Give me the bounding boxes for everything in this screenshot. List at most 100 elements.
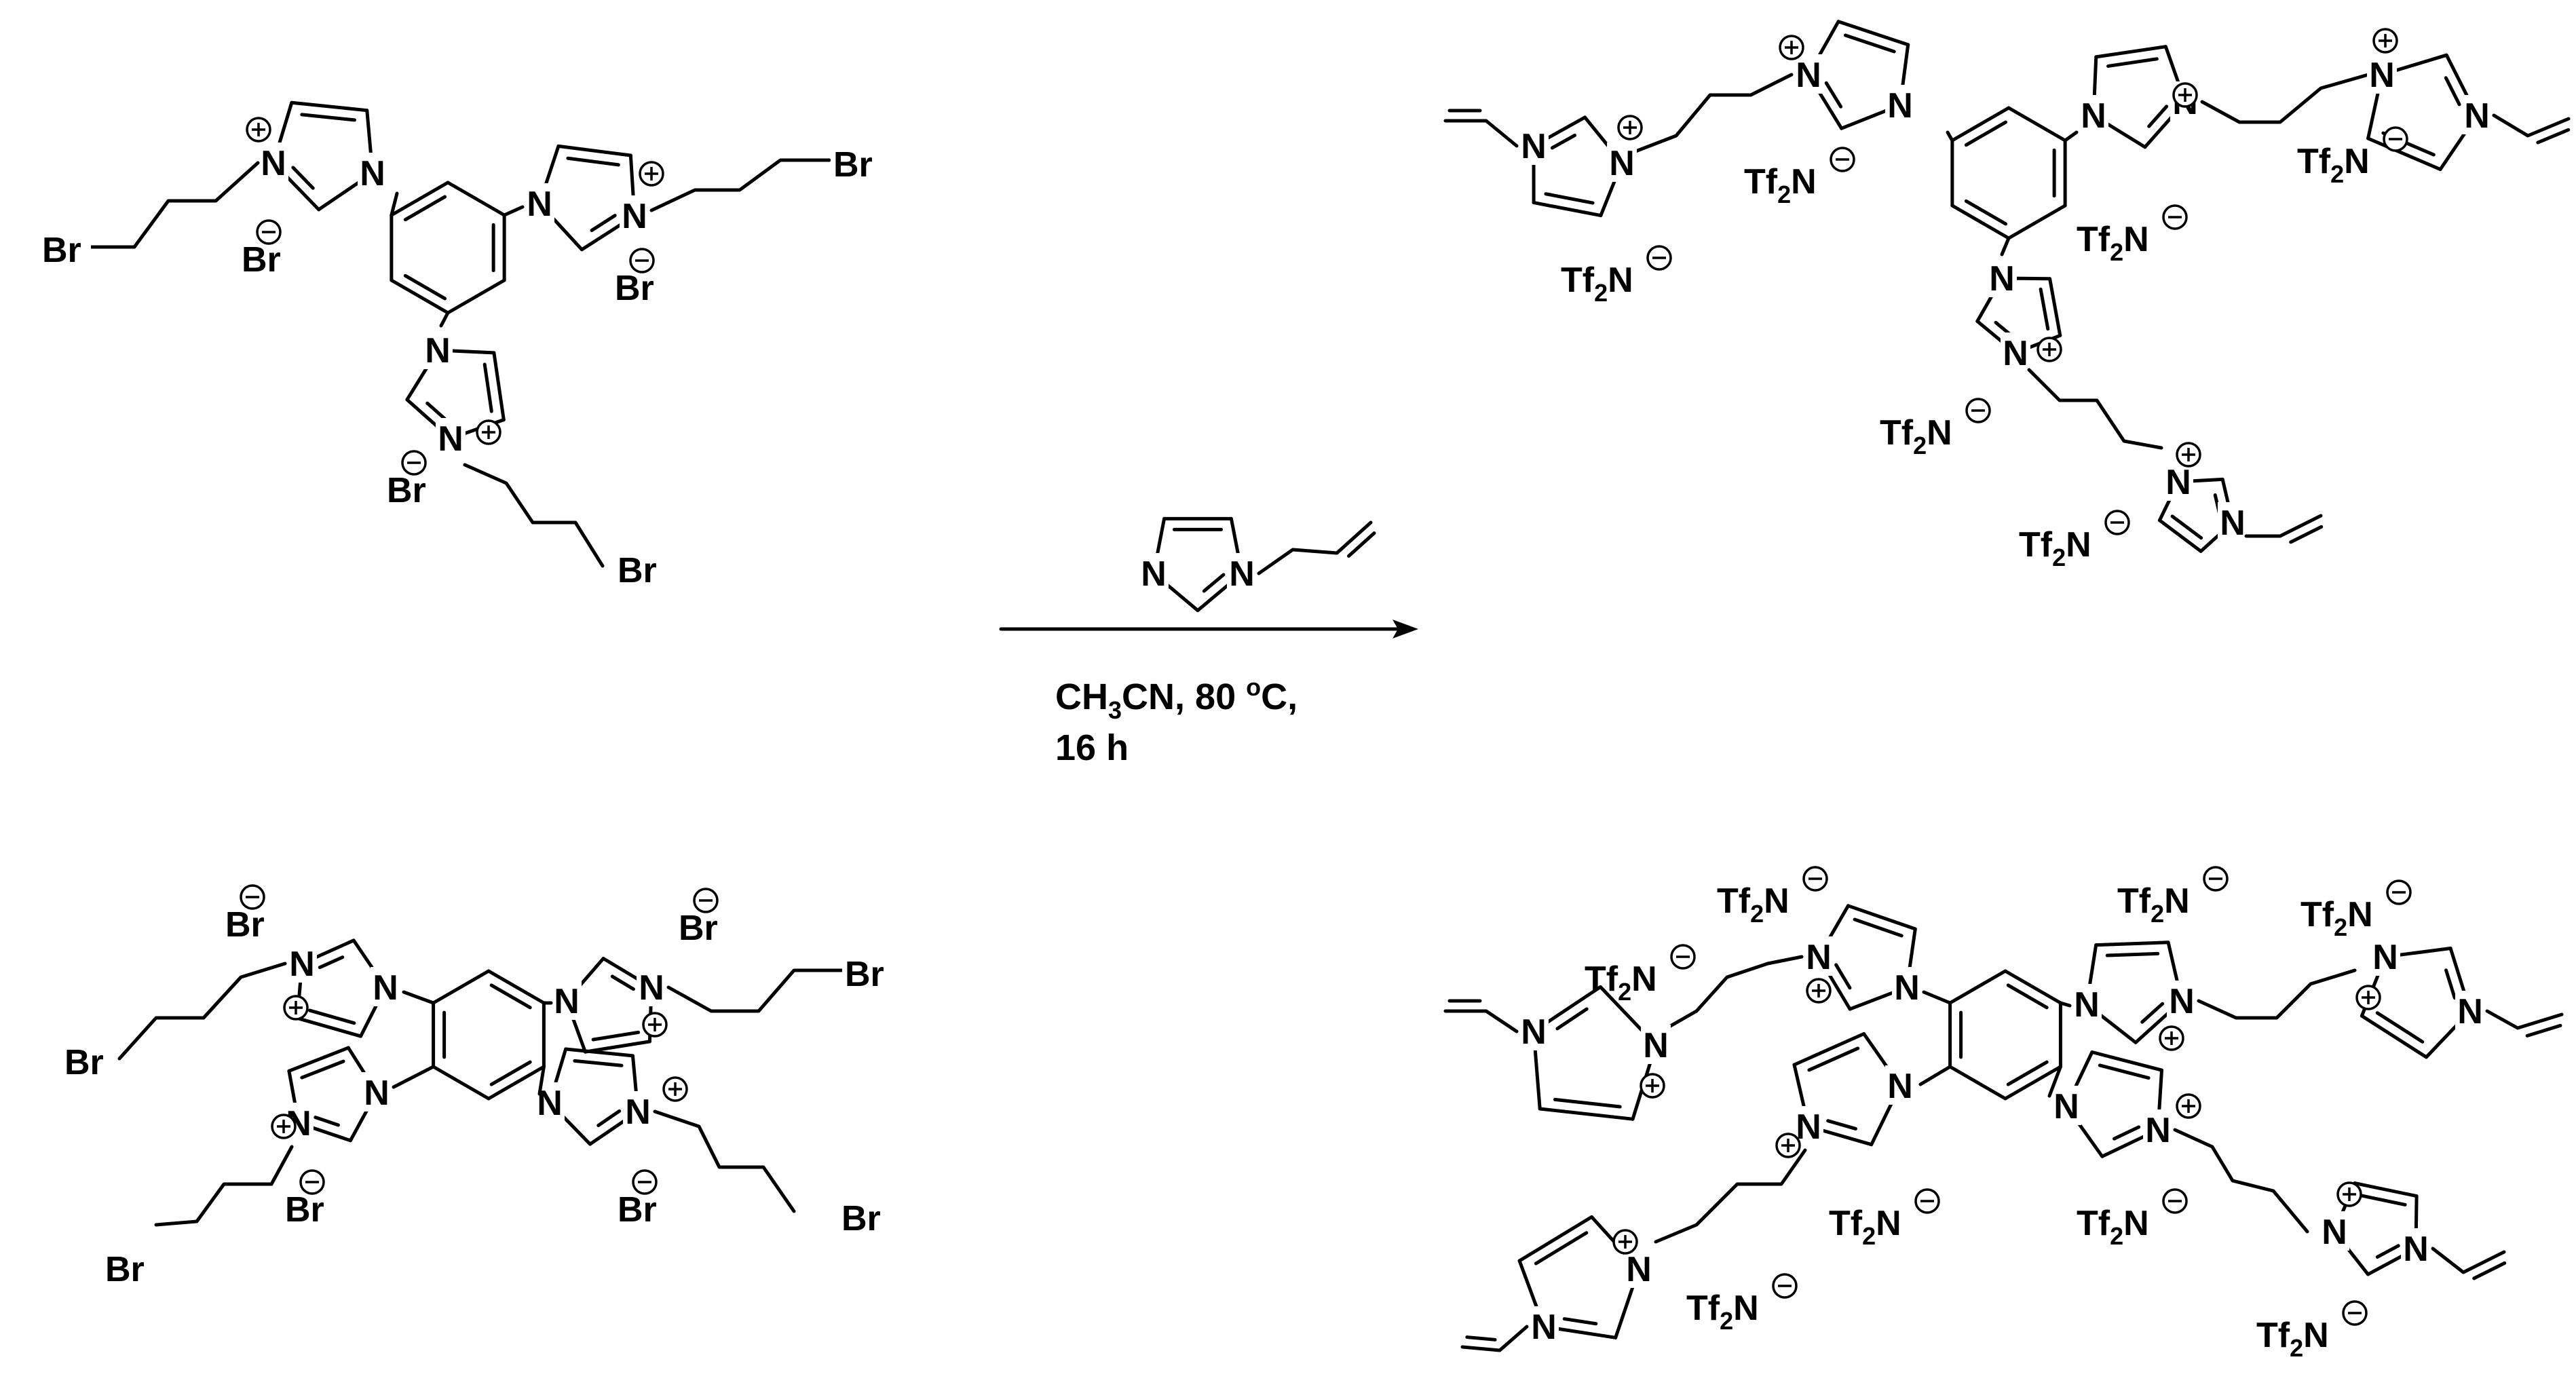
nitrogen-label: N (373, 968, 398, 1008)
minus-charge-icon (693, 888, 719, 913)
nitrogen-label: N (289, 945, 315, 984)
bromide-anion: Br (242, 240, 281, 280)
benzene-ring (390, 180, 506, 315)
plus-charge-icon (2176, 442, 2201, 468)
bromine-label: Br (42, 231, 81, 270)
minus-charge-icon (2104, 510, 2130, 535)
bond-chain (2244, 514, 2323, 538)
bond (1538, 1107, 1635, 1121)
imidazole-ring: NN (1794, 20, 1915, 130)
double-bond-line (1964, 199, 2008, 226)
double-bond-line (590, 214, 617, 233)
minus-charge-icon (256, 219, 282, 245)
bond-chain (1630, 73, 1794, 155)
bond-chain (1443, 1009, 1519, 1033)
nitrogen-label: N (2003, 334, 2028, 373)
double-bond-line (425, 401, 449, 422)
bond (392, 1065, 436, 1089)
bond (487, 1065, 546, 1101)
tf2n-anion: Tf2N (2300, 895, 2373, 941)
bromide-anion: Br (285, 1190, 324, 1230)
minus-charge-icon (1772, 1273, 1798, 1299)
nitrogen-label: N (1609, 144, 1635, 183)
double-bond-line (2444, 968, 2457, 1000)
bond-chain (649, 158, 831, 212)
tf2n-anion: Tf2N (2117, 881, 2190, 928)
vinyl-double-bond (2472, 1261, 2507, 1280)
double-bond-line (2147, 104, 2169, 128)
nitrogen-label: N (554, 982, 580, 1021)
vinyl-double-bond (2536, 128, 2571, 145)
double-bond-line (2375, 1011, 2425, 1044)
double-bond-line (489, 983, 532, 1010)
double-bond-line (2105, 951, 2160, 957)
double-bond-line (403, 195, 447, 222)
minus-charge-icon (2162, 1188, 2188, 1214)
imidazole-ring: NN (1975, 258, 2062, 373)
tf2n-anion: Tf2N (1686, 1289, 1759, 1335)
bond (1918, 1065, 1952, 1086)
plus-charge-icon (246, 117, 271, 142)
double-bond-line (482, 362, 493, 413)
double-bond-line (610, 974, 635, 991)
bromide-anion: Br (618, 1190, 657, 1230)
nitrogen-label: N (1796, 1107, 1821, 1147)
imidazole-ring: NN (1517, 1215, 1654, 1347)
bond (402, 990, 436, 1005)
bond (2063, 130, 2079, 142)
imidazole-ring: NN (1804, 904, 1922, 1011)
imidazole-ring: NN (1519, 115, 1637, 218)
nitrogen-label: N (2169, 982, 2195, 1021)
double-bond-line (2170, 514, 2203, 540)
vinyl-double-bond (1347, 531, 1376, 558)
bond (1922, 990, 1952, 1005)
bond (2003, 969, 2062, 1005)
bond (2360, 1014, 2428, 1059)
bond (439, 311, 450, 328)
bromine-label: Br (618, 551, 657, 590)
tf2n-anion: Tf2N (1561, 261, 1633, 307)
imidazole-ring: NN (2157, 461, 2248, 553)
double-bond-line (591, 1030, 641, 1042)
minus-charge-icon (1830, 147, 1855, 172)
nitrogen-label: N (1141, 554, 1167, 594)
bond (556, 144, 632, 157)
double-bond-line (2360, 1194, 2407, 1206)
double-bond-line (2006, 1060, 2049, 1086)
minus-charge-icon (401, 450, 427, 476)
double-bond-line (2140, 1002, 2165, 1024)
benzene-ring (1948, 969, 2062, 1101)
nitrogen-label: N (1626, 1250, 1652, 1289)
minus-charge-icon (1670, 944, 1696, 970)
minus-charge-icon (2203, 866, 2229, 892)
minus-charge-icon (299, 1169, 325, 1195)
benzene-ring (432, 969, 546, 1101)
plus-charge-icon (2355, 985, 2381, 1010)
double-bond-line (1824, 81, 1843, 109)
nitrogen-label: N (1521, 1012, 1547, 1052)
nitrogen-label: N (364, 1074, 390, 1113)
minus-charge-icon (1646, 245, 1672, 271)
bromine-label: Br (105, 1250, 145, 1289)
tf2n-anion: Tf2N (2256, 1316, 2329, 1362)
minus-charge-icon (632, 1169, 658, 1195)
bond-chain (653, 1109, 796, 1213)
nitrogen-label: N (1796, 56, 1821, 95)
plus-charge-icon (662, 1076, 688, 1102)
minus-charge-icon (629, 248, 655, 273)
minus-charge-icon (1802, 866, 1828, 892)
minus-charge-icon (1965, 398, 1991, 423)
imidazole-ring: NN (1792, 1032, 1915, 1147)
bond-chain (666, 968, 844, 1013)
plus-charge-icon (271, 1114, 297, 1139)
bromide-anion: Br (615, 269, 654, 308)
vinyl-double-bond (1465, 1335, 1497, 1342)
bond (2366, 136, 2442, 172)
bond (1950, 204, 2011, 240)
